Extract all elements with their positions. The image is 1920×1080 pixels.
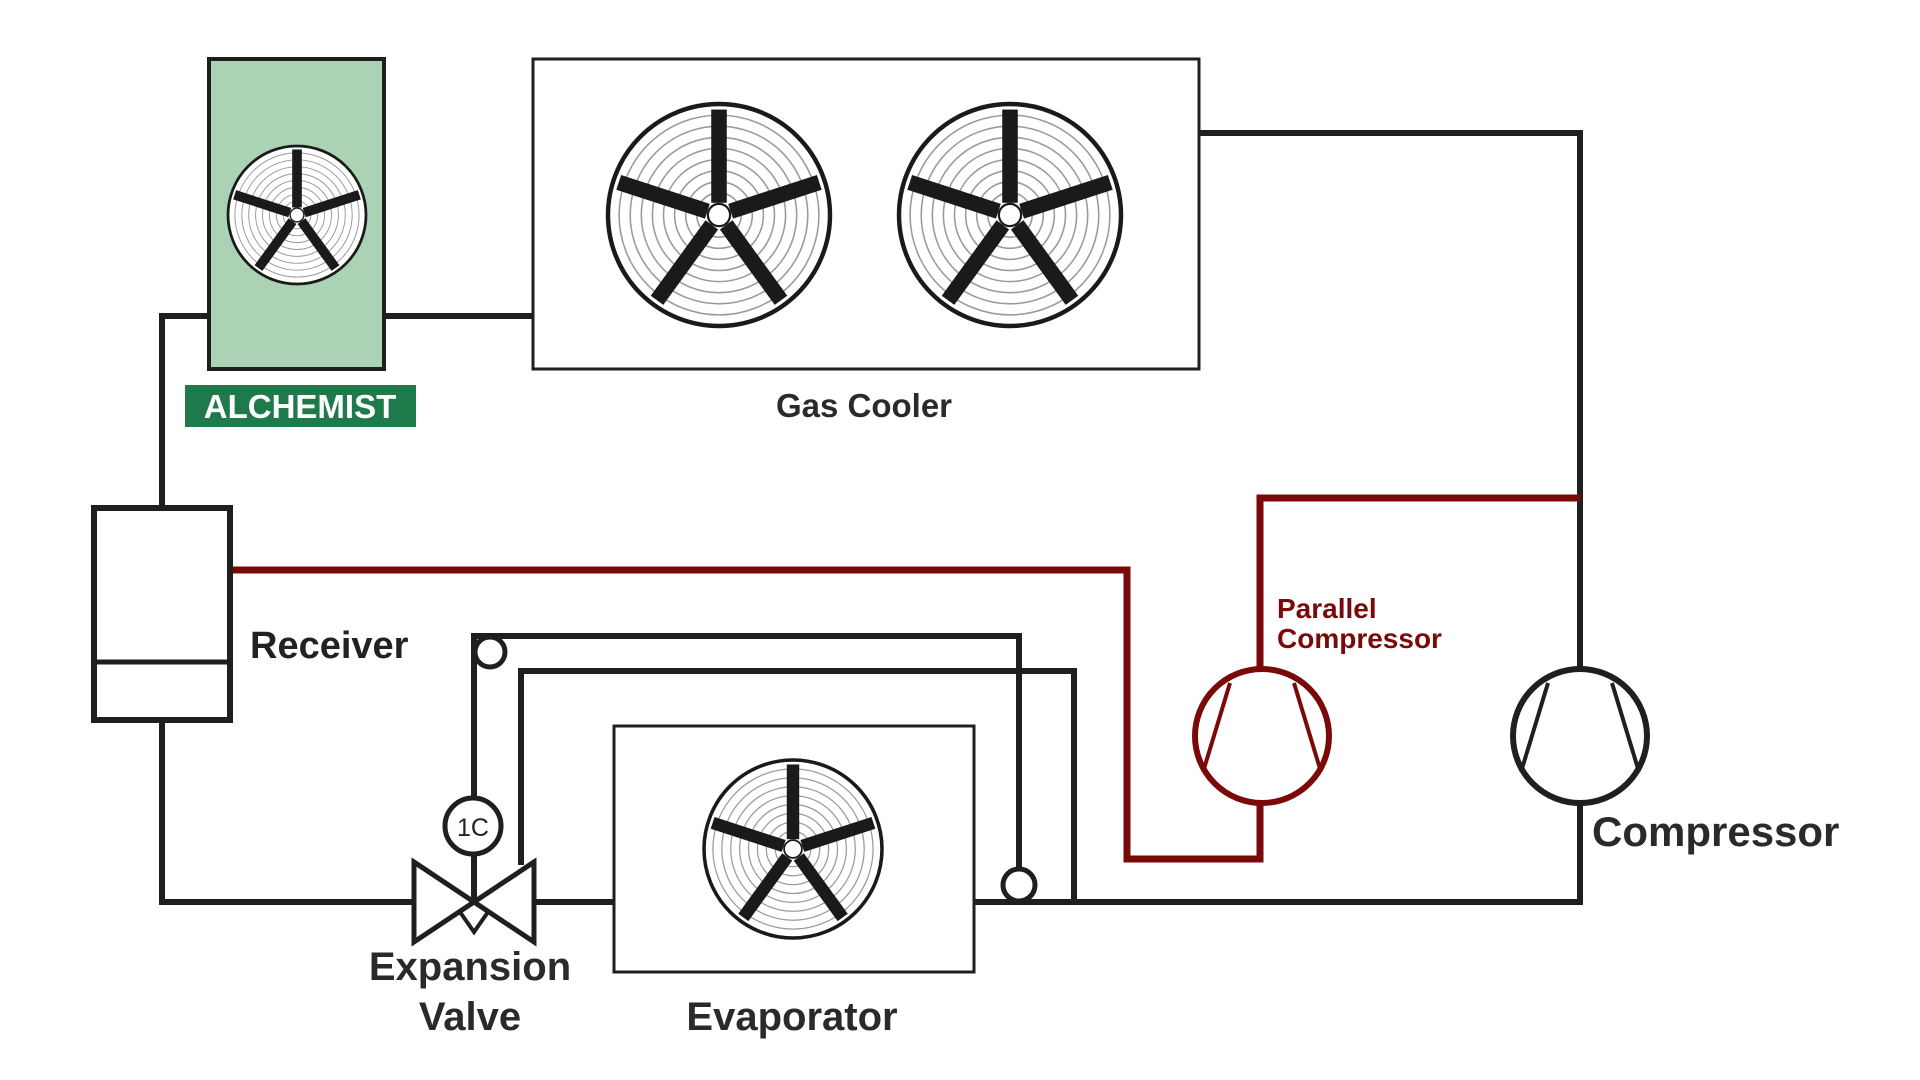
pipe-parallel-discharge <box>1256 494 1581 673</box>
receiver[interactable]: Receiver <box>91 505 409 723</box>
sensing-bulb <box>1000 866 1038 904</box>
compressor[interactable]: Compressor <box>1510 666 1839 855</box>
sensing-bulb-line <box>471 633 1022 873</box>
sensor-tag-label: 1C <box>457 814 489 842</box>
pipe-gas-cooler-to-compressor <box>1196 130 1583 672</box>
main-piping <box>159 130 1583 905</box>
compressor-label: Compressor <box>1592 808 1839 855</box>
compressor-icon <box>1192 666 1332 806</box>
alchemist-label: ALCHEMIST <box>204 388 397 425</box>
equalizer-line <box>518 668 1077 905</box>
compressor-icon <box>1510 666 1650 806</box>
gas-cooler[interactable]: Gas Cooler <box>531 57 1201 424</box>
alchemist-unit[interactable]: ALCHEMIST <box>185 57 416 427</box>
parallel-compressor-label-line1: Parallel <box>1277 593 1377 624</box>
pipe-receiver-to-alchemist <box>159 313 212 511</box>
sensor-tag-circle <box>442 795 504 857</box>
expansion-valve-icon <box>411 857 479 947</box>
evaporator[interactable]: Evaporator <box>612 724 976 1039</box>
fan-icon <box>226 144 368 286</box>
gas-cooler-label: Gas Cooler <box>776 387 952 424</box>
parallel-circuit-piping <box>226 494 1581 863</box>
fan-icon <box>899 104 1121 326</box>
expansion-valve[interactable]: 1C Expansion Valve <box>369 795 571 1039</box>
fan-icon <box>608 104 830 326</box>
pipe-compressor-suction <box>971 800 1583 905</box>
sensing-bulb-top <box>472 634 508 670</box>
expansion-valve-label-line1: Expansion <box>369 945 571 989</box>
alchemist-badge <box>185 385 416 427</box>
receiver-label: Receiver <box>250 625 409 667</box>
fan-icon <box>702 758 884 940</box>
pipe-receiver-to-valve <box>159 717 417 905</box>
valve-seat-icon <box>458 910 490 936</box>
parallel-compressor-label-line2: Compressor <box>1277 623 1442 654</box>
pipe-receiver-flash-gas <box>226 566 1264 863</box>
receiver-vessel <box>91 505 233 723</box>
parallel-compressor[interactable]: Parallel Compressor <box>1192 593 1442 806</box>
expansion-valve-label-line2: Valve <box>419 995 521 1039</box>
expansion-valve-icon-right <box>469 857 537 947</box>
evaporator-label: Evaporator <box>686 995 897 1039</box>
